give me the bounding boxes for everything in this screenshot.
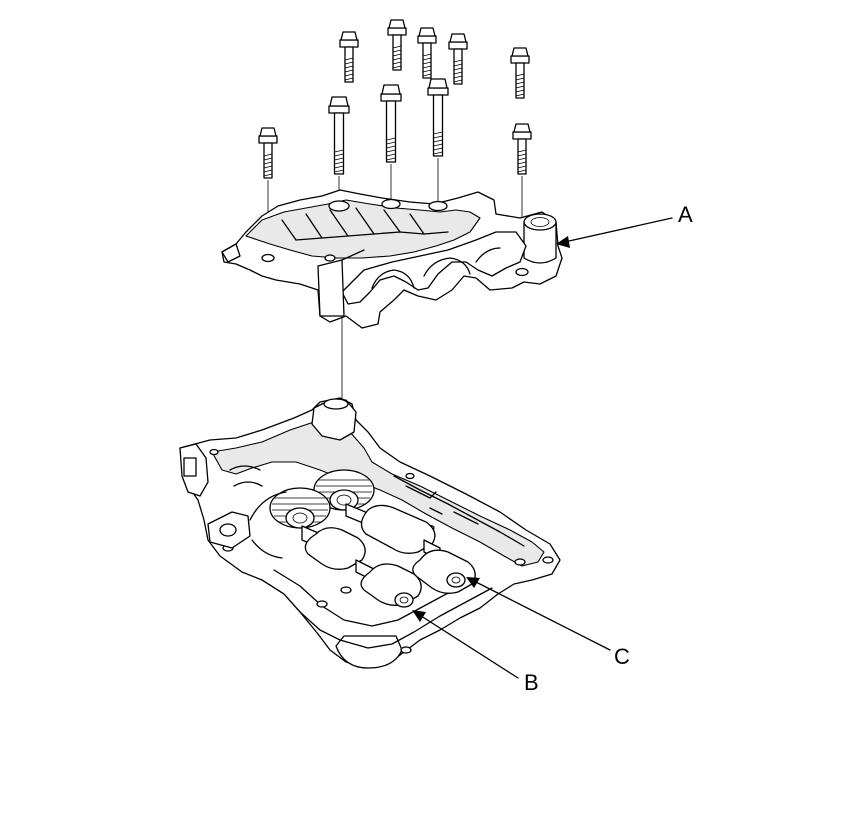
callout-a: A [678, 202, 693, 227]
bolt-row-middle [258, 78, 532, 179]
callout-a-group: A [556, 202, 693, 248]
callout-c-group: C [466, 577, 630, 669]
bolt-left [258, 127, 278, 179]
arrowhead-b [412, 610, 426, 622]
balancer-shafts [301, 503, 476, 608]
drive-gears [249, 469, 375, 559]
callout-c: C [614, 644, 630, 669]
arrowhead-c [466, 577, 480, 588]
upper-balancer-housing [221, 189, 563, 329]
callout-b: B [524, 670, 539, 695]
leader-b [417, 613, 519, 679]
callout-b-group: B [412, 610, 539, 695]
leader-c [471, 579, 611, 651]
lower-balancer-assembly [179, 397, 561, 669]
arrowhead-a [556, 236, 570, 248]
leader-a [559, 217, 673, 244]
